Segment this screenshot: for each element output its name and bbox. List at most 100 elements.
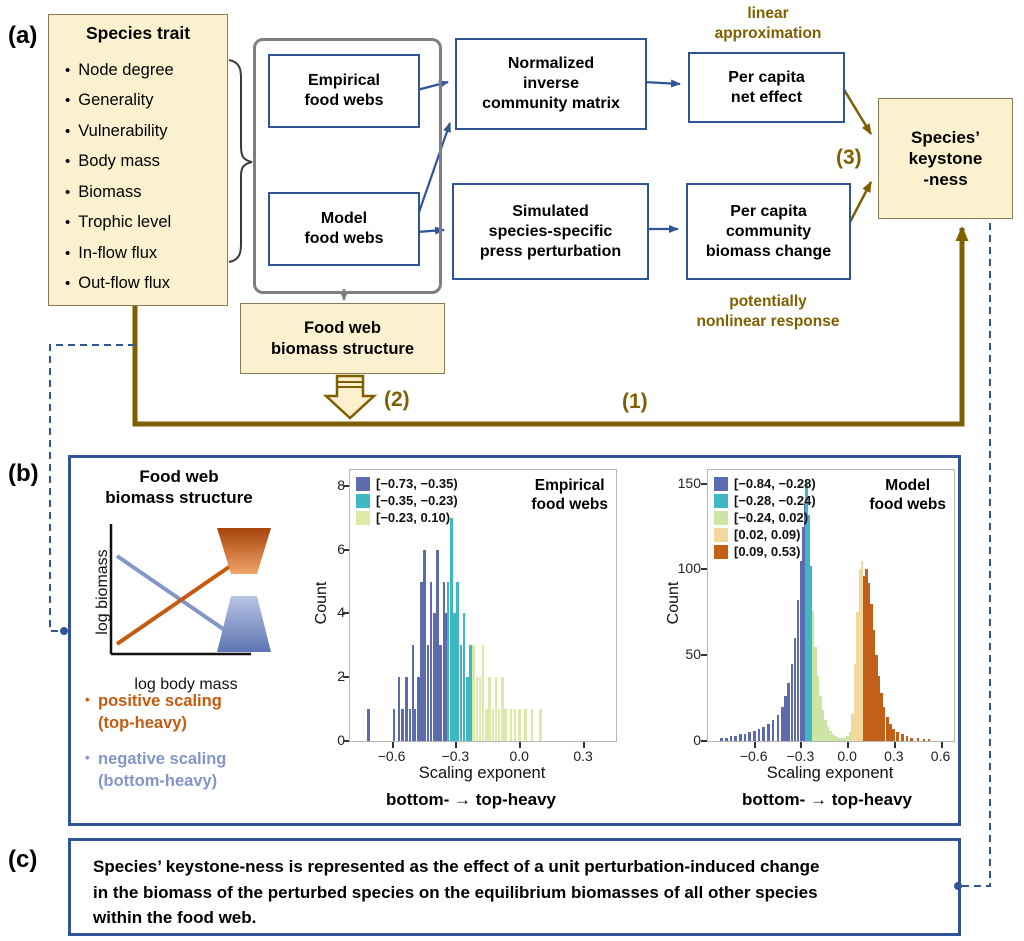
histogram-bar xyxy=(494,677,498,741)
panel-b: Food web biomass structure log biomass l… xyxy=(68,455,961,826)
fat-down-arrow xyxy=(322,374,378,420)
trait-item: Trophic level xyxy=(65,208,223,239)
x-tick-mark xyxy=(800,742,803,748)
y-tick-mark xyxy=(343,484,349,487)
x-tick: −0.3 xyxy=(441,748,470,764)
histogram-bar xyxy=(776,715,779,741)
histogram-bar xyxy=(743,734,747,741)
histogram-bar xyxy=(504,709,507,741)
panel-c-label: (c) xyxy=(8,846,38,873)
x-tick: −0.3 xyxy=(786,748,815,764)
x-tick: 0.0 xyxy=(837,748,857,764)
histogram-bar xyxy=(851,713,854,741)
histogram-bar xyxy=(423,549,426,741)
histogram-bar xyxy=(436,549,439,741)
x-tick-mark xyxy=(455,742,458,748)
y-tick: 150 xyxy=(677,474,701,491)
bottom-heavy-shape xyxy=(217,596,271,652)
histogram-bar xyxy=(872,629,876,741)
y-tick: 0 xyxy=(337,732,345,748)
panel-a-label: (a) xyxy=(8,22,38,49)
legend-item: [0.02, 0.09) xyxy=(714,526,816,543)
histogram-bar xyxy=(442,581,446,741)
per-capita-biomass-change-box: Per capita community biomass change xyxy=(686,183,851,280)
x-tick: −0.6 xyxy=(739,748,768,764)
model-food-webs-box: Model food webs xyxy=(268,192,420,266)
top-heavy-shape xyxy=(217,528,271,574)
histogram-bar xyxy=(853,663,857,741)
histogram-bar xyxy=(824,720,827,741)
step-3-label: (3) xyxy=(836,146,862,169)
histogram-bar xyxy=(439,645,442,741)
histogram-bar xyxy=(896,732,899,741)
legend: [−0.73, −0.35)[−0.35, −0.23)[−0.23, 0.10… xyxy=(356,475,458,526)
histogram-bar xyxy=(497,709,501,741)
negative-scaling-legend: negative scaling (bottom-heavy) xyxy=(83,748,308,793)
histogram-bar xyxy=(846,735,849,741)
chart-title: Empirical food webs xyxy=(531,477,608,514)
histogram-bar xyxy=(787,682,790,741)
trait-item: Biomass xyxy=(65,177,223,208)
legend-item: [−0.23, 0.10) xyxy=(356,509,458,526)
histogram-bar xyxy=(916,737,920,741)
legend-swatch xyxy=(356,476,370,491)
trait-item: Out-flow flux xyxy=(65,269,223,300)
histogram-bar xyxy=(469,645,472,741)
histogram-bar xyxy=(829,730,832,741)
legend-swatch xyxy=(714,544,728,559)
y-tick-mark xyxy=(701,568,707,571)
histogram-bar xyxy=(892,729,895,741)
histogram-bar xyxy=(807,514,810,741)
legend-swatch xyxy=(356,510,370,525)
y-tick-mark xyxy=(343,740,349,742)
histogram-bar xyxy=(446,581,450,741)
histogram-bar xyxy=(478,677,482,741)
species-trait-box: Species trait Node degreeGeneralityVulne… xyxy=(48,14,228,306)
x-axis-label: Scaling exponent xyxy=(766,764,894,782)
legend-item: [0.09, 0.53) xyxy=(714,543,816,560)
histogram-bar xyxy=(475,677,479,741)
histogram-bar xyxy=(927,739,931,741)
histogram-bar xyxy=(539,709,542,741)
histogram-bar xyxy=(910,737,913,741)
x-tick-mark xyxy=(519,742,522,748)
histogram-bar xyxy=(834,735,837,741)
histogram-bar xyxy=(889,723,892,741)
histogram-bar xyxy=(819,696,822,741)
histogram-bar xyxy=(905,735,909,741)
dashed-endpoint-dot-right xyxy=(954,882,962,890)
histogram-bar xyxy=(762,727,765,741)
histogram-bar xyxy=(867,583,871,741)
x-tick: 0.3 xyxy=(573,748,593,764)
histogram-bar xyxy=(922,739,926,741)
trait-item: In-flow flux xyxy=(65,238,223,269)
histogram-bar xyxy=(456,581,459,741)
y-tick: 6 xyxy=(337,540,345,557)
y-tick: 2 xyxy=(337,668,345,685)
histogram-bar xyxy=(858,569,862,741)
trait-item: Generality xyxy=(65,86,223,117)
panel-b-label: (b) xyxy=(8,460,39,487)
histogram-bar xyxy=(485,709,488,741)
step-1-label: (1) xyxy=(622,390,648,413)
histogram-bar xyxy=(739,734,742,741)
histogram-bar xyxy=(445,613,448,741)
histogram-bar xyxy=(809,566,812,741)
histogram-bar xyxy=(748,732,751,741)
y-tick-mark xyxy=(701,740,707,742)
histogram-bar xyxy=(781,706,784,741)
histogram-bar xyxy=(450,517,453,741)
histogram-bar xyxy=(392,709,396,741)
histogram-bar xyxy=(472,645,475,741)
histogram-bar xyxy=(429,581,433,741)
histogram-bar xyxy=(865,569,868,741)
dashed-endpoint-dot-left xyxy=(60,627,68,635)
histogram-bar xyxy=(811,610,815,741)
histogram-bar xyxy=(805,483,808,741)
positive-scaling-line xyxy=(115,554,247,646)
histogram-bar xyxy=(491,709,495,741)
